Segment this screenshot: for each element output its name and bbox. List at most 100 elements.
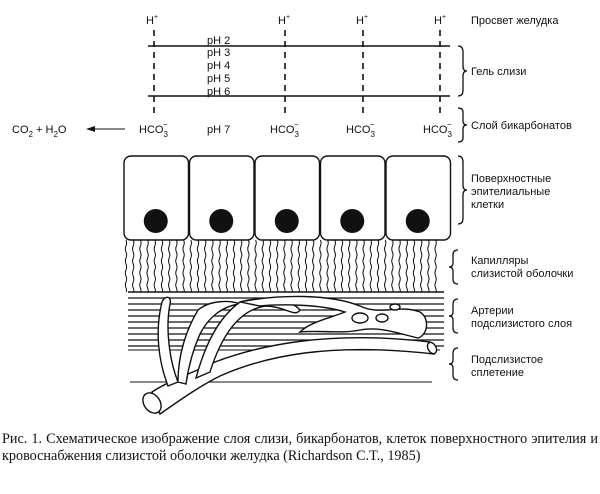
- brace-icon: [457, 45, 468, 97]
- capillary: [204, 239, 207, 293]
- capillary: [412, 239, 416, 293]
- capillary: [232, 239, 236, 293]
- figure-caption: Рис. 1. Схематическое изображение слоя с…: [2, 431, 598, 464]
- cell-nucleus: [340, 209, 365, 233]
- ph7-label: pH 7: [207, 124, 230, 136]
- artery-cross-section: [142, 392, 162, 414]
- capillary: [160, 239, 164, 293]
- artery-tree: [142, 295, 438, 416]
- ph-level: pH 4: [207, 60, 230, 72]
- epithelial-cell: [319, 155, 386, 241]
- capillary: [434, 239, 437, 293]
- capillary: [175, 239, 178, 293]
- capillary: [218, 239, 221, 293]
- brace-icon: [448, 249, 459, 285]
- capillary: [304, 239, 308, 293]
- h-ion-label: H+: [356, 14, 368, 27]
- capillary: [196, 239, 200, 293]
- hco3-label: HCO3−: [270, 120, 299, 139]
- brace-icon: [457, 107, 468, 143]
- capillary: [132, 239, 135, 293]
- capillary: [240, 239, 243, 293]
- capillary: [355, 239, 358, 293]
- ph-level: pH 3: [207, 47, 230, 59]
- h-ion-label: H+: [146, 14, 158, 27]
- capillary: [283, 239, 286, 293]
- artery-cross-section: [426, 341, 438, 355]
- capillary: [146, 239, 149, 293]
- h-ion-label: H+: [434, 14, 446, 27]
- capillary: [290, 239, 293, 293]
- capillary: [348, 239, 351, 293]
- epithelial-cell: [385, 155, 452, 241]
- brace-icon: [457, 155, 468, 225]
- capillary: [391, 239, 394, 293]
- brace-icon: [448, 347, 459, 381]
- capillary: [297, 239, 300, 293]
- artery-branch: [157, 296, 179, 387]
- label-submucosal-plexus: Подслизистое сплетение: [471, 354, 546, 379]
- left-arrow-icon: [86, 126, 125, 132]
- capillary: [420, 239, 423, 293]
- artery-branch: [239, 295, 428, 339]
- capillary: [369, 239, 372, 293]
- capillary: [211, 239, 214, 293]
- h-ion-labels: H+ H+ H+ H+: [146, 14, 446, 27]
- label-bicarbonate-layer: Слой бикарбонатов: [471, 120, 572, 132]
- co2-h2o-label: CO2 + H2O: [12, 124, 67, 139]
- epithelial-cell: [123, 155, 190, 241]
- capillary: [312, 239, 315, 293]
- epithelial-cell: [254, 155, 321, 241]
- capillary: [326, 239, 329, 293]
- capillary: [340, 239, 344, 293]
- cell-nucleus: [209, 209, 234, 233]
- brace-icon: [448, 298, 459, 334]
- ph-level: pH 5: [207, 73, 230, 85]
- capillary: [268, 239, 272, 293]
- cell-nucleus: [143, 209, 168, 233]
- epithelial-cells: [123, 155, 452, 241]
- hco3-label: HCO3−: [139, 120, 168, 139]
- capillary: [362, 239, 365, 293]
- label-submucosal-arteries: Артерии подслизистого слоя: [471, 305, 572, 330]
- h-ion-diffusion-lines: [153, 30, 441, 116]
- vessel-loop: [351, 312, 369, 324]
- capillary: [124, 239, 128, 293]
- capillary: [398, 239, 401, 293]
- hco3-label: HCO3−: [423, 120, 452, 139]
- capillary: [333, 239, 336, 293]
- artery-branch: [194, 298, 301, 380]
- epithelial-cell: [188, 155, 255, 241]
- label-stomach-lumen: Просвет желудка: [471, 15, 559, 27]
- capillary: [276, 239, 279, 293]
- hco3-label: HCO3−: [346, 120, 375, 139]
- capillary: [384, 239, 387, 293]
- label-mucosal-capillaries: Капилляры слизистой оболочки: [471, 255, 573, 280]
- h-ion-label: H+: [278, 14, 290, 27]
- capillary: [189, 239, 192, 293]
- bicarbonate-labels: HCO3− HCO3− HCO3− HCO3−: [139, 120, 452, 139]
- capillary: [376, 239, 380, 293]
- capillary: [139, 239, 142, 293]
- capillary: [254, 239, 257, 293]
- gastric-mucosa-diagram: H+ H+ H+ H+ pH 2 pH 3 pH 4 pH 5 pH 6 pH …: [12, 14, 573, 416]
- cell-nucleus: [405, 209, 430, 233]
- vessel-loop: [375, 313, 389, 323]
- cell-nucleus: [274, 209, 299, 233]
- capillary: [182, 239, 185, 293]
- capillary: [225, 239, 228, 293]
- capillary: [247, 239, 250, 293]
- capillary: [319, 239, 322, 293]
- capillary: [261, 239, 264, 293]
- capillary: [405, 239, 408, 293]
- ph-gradient: pH 2 pH 3 pH 4 pH 5 pH 6 pH 7: [207, 35, 230, 136]
- mucosal-capillaries: [124, 239, 437, 293]
- ph-level: pH 2: [207, 35, 230, 47]
- capillary: [427, 239, 430, 293]
- capillary: [168, 239, 171, 293]
- label-mucus-gel: Гель слизи: [471, 66, 526, 78]
- layer-braces: [448, 45, 468, 381]
- layer-labels: Просвет желудка Гель слизи Слой бикарбон…: [471, 15, 573, 379]
- label-epithelial-cells: Поверхностные эпителиальные клетки: [471, 173, 554, 211]
- ph-level: pH 6: [207, 86, 230, 98]
